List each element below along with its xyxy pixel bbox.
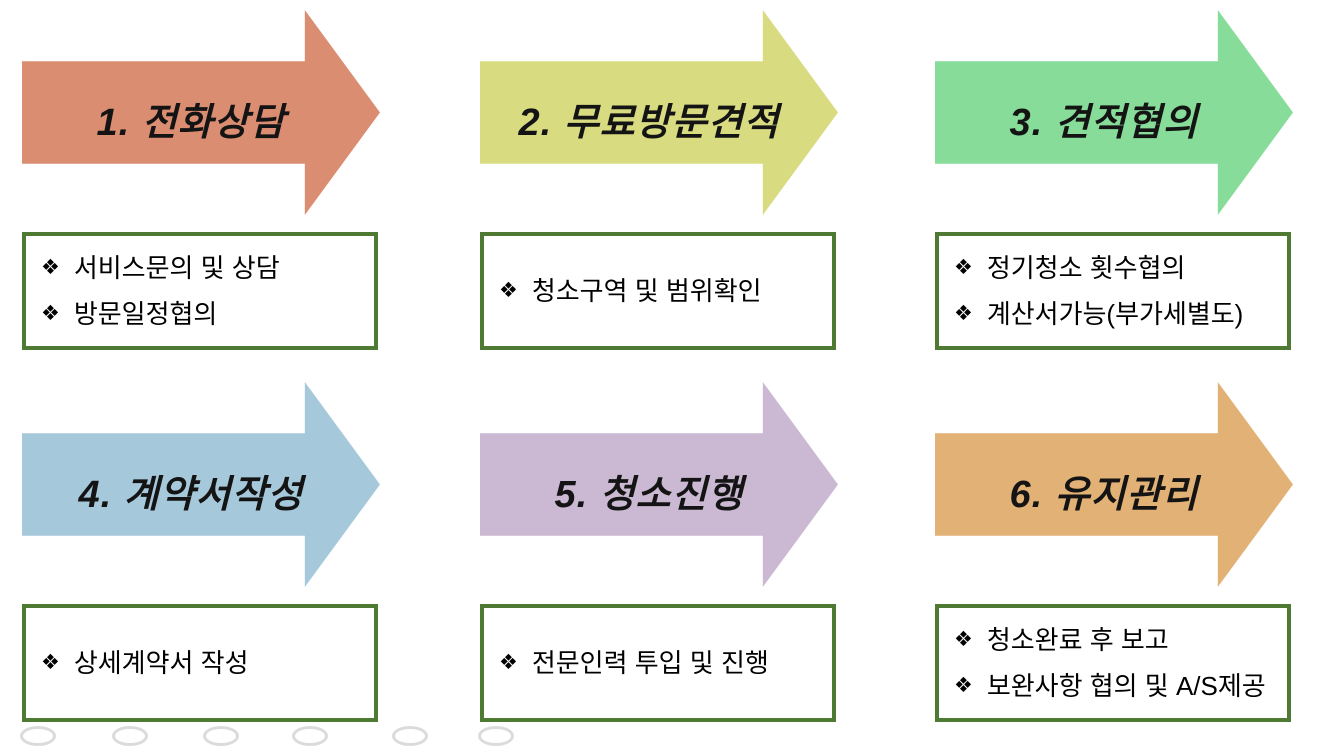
step-1-detail-box: ❖ 서비스문의 및 상담 ❖ 방문일정협의 — [22, 232, 378, 350]
step-2-cell: 2. 무료방문견적 ❖ 청소구역 및 범위확인 — [480, 10, 838, 355]
bullet-text: 청소완료 후 보고 — [986, 625, 1169, 655]
bullet-item: ❖ 청소완료 후 보고 — [954, 617, 1287, 663]
bullet-item: ❖ 보완사항 협의 및 A/S제공 — [954, 663, 1287, 709]
step-1-arrow: 1. 전화상담 — [22, 10, 380, 215]
bullet-text: 보완사항 협의 및 A/S제공 — [986, 671, 1266, 701]
bullet-item: ❖ 정기청소 횟수협의 — [954, 245, 1287, 291]
step-5-title: 5. 청소진행 — [554, 474, 744, 516]
diamond-bullet-icon: ❖ — [41, 256, 60, 279]
bullet-item: ❖ 방문일정협의 — [41, 291, 374, 337]
step-3-title: 3. 견적협의 — [1009, 102, 1199, 144]
cutoff-artifact — [292, 726, 328, 746]
bullet-item: ❖ 서비스문의 및 상담 — [41, 245, 374, 291]
diamond-bullet-icon: ❖ — [954, 674, 973, 697]
bullet-item: ❖ 전문인력 투입 및 진행 — [499, 640, 832, 686]
step-3-cell: 3. 견적협의 ❖ 정기청소 횟수협의 ❖ 계산서가능(부가세별도) — [935, 10, 1293, 355]
bullet-text: 청소구역 및 범위확인 — [531, 276, 762, 306]
step-3-arrow: 3. 견적협의 — [935, 10, 1293, 215]
bullet-text: 정기청소 횟수협의 — [986, 253, 1186, 283]
step-4-cell: 4. 계약서작성 ❖ 상세계약서 작성 — [22, 382, 380, 727]
step-3-detail-box: ❖ 정기청소 횟수협의 ❖ 계산서가능(부가세별도) — [935, 232, 1291, 350]
cutoff-artifact — [20, 726, 56, 746]
bullet-item: ❖ 계산서가능(부가세별도) — [954, 291, 1287, 337]
diamond-bullet-icon: ❖ — [954, 628, 973, 651]
diamond-bullet-icon: ❖ — [499, 651, 518, 674]
step-4-arrow: 4. 계약서작성 — [22, 382, 380, 587]
diamond-bullet-icon: ❖ — [954, 256, 973, 279]
step-6-detail-box: ❖ 청소완료 후 보고 ❖ 보완사항 협의 및 A/S제공 — [935, 604, 1291, 722]
cutoff-artifact — [478, 726, 514, 746]
step-4-detail-box: ❖ 상세계약서 작성 — [22, 604, 378, 722]
cutoff-artifact — [112, 726, 148, 746]
step-6-title: 6. 유지관리 — [1009, 474, 1199, 516]
step-6-arrow: 6. 유지관리 — [935, 382, 1293, 587]
step-1-cell: 1. 전화상담 ❖ 서비스문의 및 상담 ❖ 방문일정협의 — [22, 10, 380, 355]
step-1-title: 1. 전화상담 — [96, 102, 286, 144]
step-6-cell: 6. 유지관리 ❖ 청소완료 후 보고 ❖ 보완사항 협의 및 A/S제공 — [935, 382, 1293, 727]
diamond-bullet-icon: ❖ — [41, 651, 60, 674]
bullet-text: 계산서가능(부가세별도) — [986, 299, 1244, 329]
diamond-bullet-icon: ❖ — [499, 279, 518, 302]
step-2-detail-box: ❖ 청소구역 및 범위확인 — [480, 232, 836, 350]
cutoff-artifact — [392, 726, 428, 746]
bullet-text: 상세계약서 작성 — [73, 648, 249, 678]
step-4-title: 4. 계약서작성 — [78, 474, 304, 516]
bullet-text: 전문인력 투입 및 진행 — [531, 648, 769, 678]
bullet-item: ❖ 청소구역 및 범위확인 — [499, 268, 832, 314]
step-5-cell: 5. 청소진행 ❖ 전문인력 투입 및 진행 — [480, 382, 838, 727]
step-2-title: 2. 무료방문견적 — [518, 102, 780, 144]
cutoff-artifact — [203, 726, 239, 746]
step-5-detail-box: ❖ 전문인력 투입 및 진행 — [480, 604, 836, 722]
diamond-bullet-icon: ❖ — [41, 302, 60, 325]
step-2-arrow: 2. 무료방문견적 — [480, 10, 838, 215]
bullet-text: 방문일정협의 — [73, 299, 218, 329]
step-5-arrow: 5. 청소진행 — [480, 382, 838, 587]
diamond-bullet-icon: ❖ — [954, 302, 973, 325]
bullet-text: 서비스문의 및 상담 — [73, 253, 280, 283]
bullet-item: ❖ 상세계약서 작성 — [41, 640, 374, 686]
